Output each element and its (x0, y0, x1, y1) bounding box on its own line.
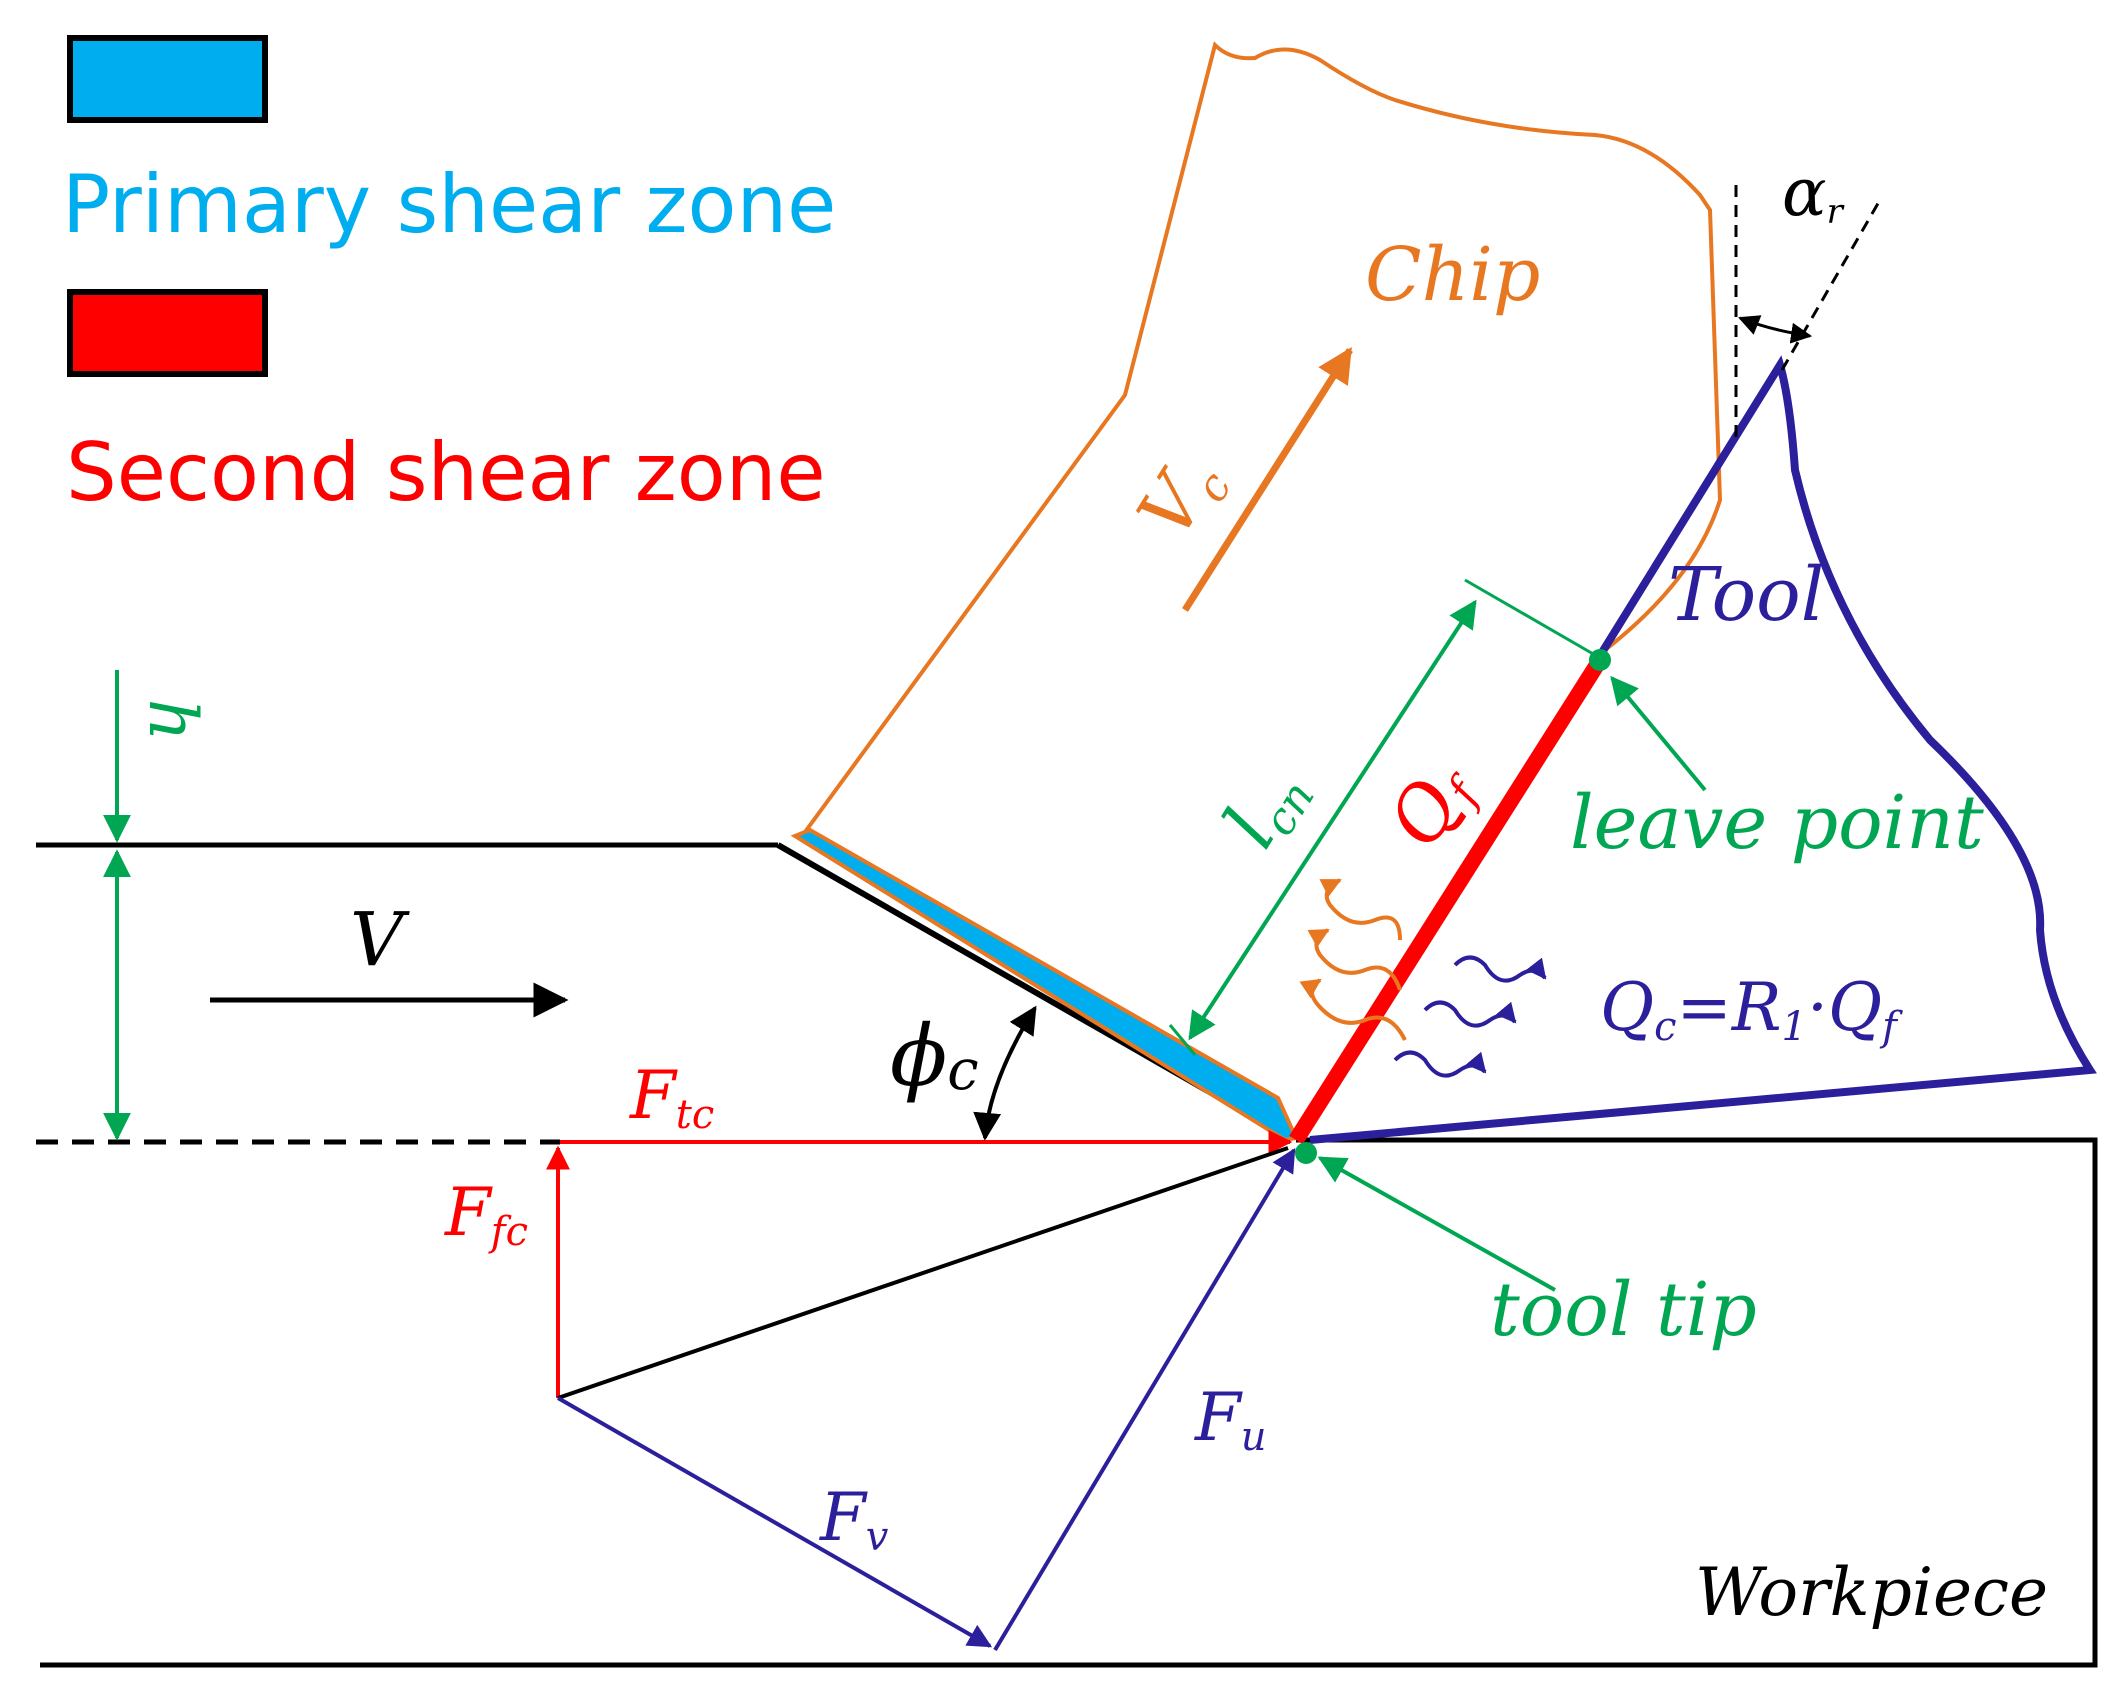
svg-text:lcn: lcn (1207, 751, 1325, 864)
heat-to-chip-squiggle-3 (1299, 978, 1407, 1041)
heat-to-tool-squiggle-1 (1453, 955, 1547, 983)
lcn-label: lcn (1207, 751, 1325, 864)
alpha-inclined-dashed (1780, 199, 1882, 371)
leave-point-marker (1589, 649, 1611, 671)
primary-shear-swatch (67, 35, 268, 123)
tool-tip-marker (1295, 1142, 1317, 1164)
heat-to-chip-squiggle-1 (1319, 878, 1402, 941)
primary-shear-label: Primary shear zone (62, 158, 836, 251)
vc-label: Vc (1122, 441, 1242, 557)
second-shear-label: Second shear zone (66, 426, 826, 519)
fv-arrow (557, 1396, 993, 1648)
workpiece-outline (40, 1137, 2098, 1668)
chip-outline (803, 41, 1723, 834)
resultant-force-line (557, 1146, 1289, 1400)
ftc-label: Ftc (629, 1057, 714, 1138)
tool-tip-label: tool tip (1490, 1267, 1757, 1353)
heat-to-chip-squiggle-2 (1307, 928, 1402, 991)
ffc-label: Ffc (444, 1174, 528, 1255)
chip-label: Chip (1365, 232, 1540, 318)
chip-velocity-arrow (1182, 347, 1353, 612)
phi-angle-arc (973, 1005, 1037, 1141)
fv-label: Fv (819, 1479, 889, 1560)
fu-label: Fu (1194, 1379, 1267, 1460)
qc-equation-label: Qc=R1·Qf (1600, 969, 1903, 1050)
alpha-r-label: αr (1782, 154, 1845, 232)
workpiece-label: Workpiece (1695, 1554, 2048, 1631)
svg-text:Vc: Vc (1122, 441, 1242, 557)
second-shear-zone (1289, 655, 1607, 1145)
second-shear-swatch (67, 289, 268, 377)
heat-to-tool-squiggle-2 (1423, 1000, 1517, 1028)
tool-label: Tool (1668, 552, 1824, 638)
primary-shear-zone (790, 827, 1299, 1143)
svg-text:h: h (134, 699, 211, 742)
leave-point-label: leave point (1570, 780, 1984, 866)
leave-point-leader (1610, 675, 1707, 792)
lcn-ext-bottom (1168, 1024, 1197, 1056)
alpha-arc-arrow (1738, 315, 1813, 344)
phi-c-label: ϕc (890, 1007, 979, 1105)
heat-to-tool-squiggle-3 (1393, 1050, 1487, 1078)
lcn-dimension-arrow (1188, 599, 1477, 1041)
h-label: h (134, 699, 211, 742)
fu-arrow (993, 1147, 1296, 1652)
velocity-label: V (350, 897, 410, 983)
tool-tip-leader (1317, 1156, 1556, 1292)
lcn-ext-top (1464, 578, 1596, 657)
tool-outline (1296, 355, 2097, 1144)
